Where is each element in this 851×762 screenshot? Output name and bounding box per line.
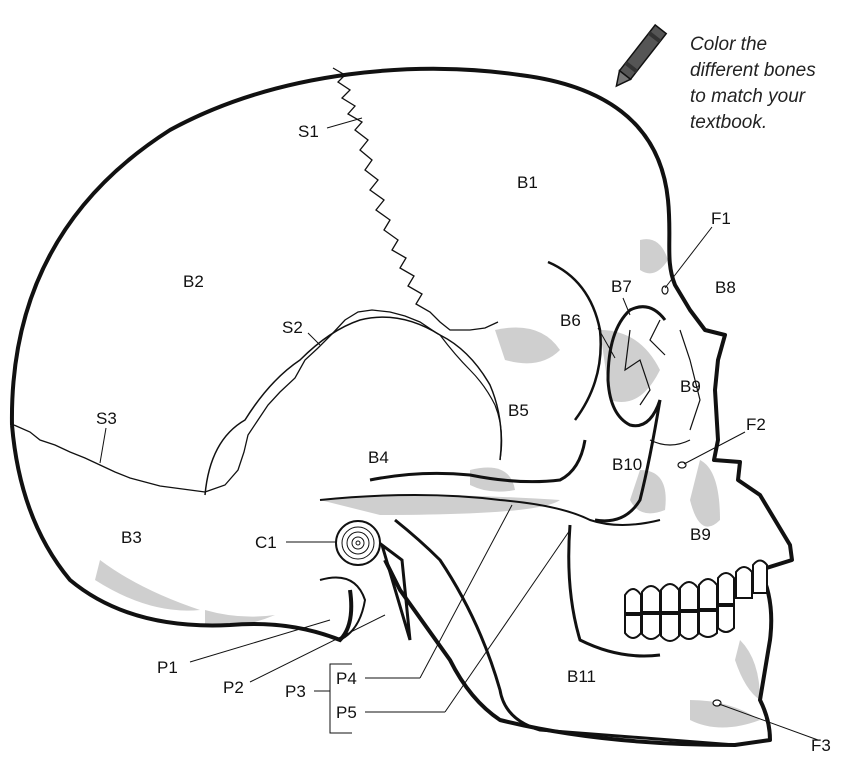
label-s2: S2 (282, 318, 303, 337)
label-b3: B3 (121, 528, 142, 547)
label-b8: B8 (715, 278, 736, 297)
label-b10: B10 (612, 455, 642, 474)
label-b1: B1 (517, 173, 538, 192)
label-f3: F3 (811, 736, 831, 755)
label-b11: B11 (567, 667, 596, 686)
bone-shading (95, 239, 760, 727)
label-p5: P5 (336, 703, 357, 722)
zygomatic-arch (370, 440, 585, 482)
label-b2: B2 (183, 272, 204, 291)
crayon-icon (611, 25, 666, 90)
temporal-line (548, 262, 601, 420)
ear-canal (336, 521, 380, 565)
instruction-line-4: textbook. (690, 110, 850, 136)
label-b5: B5 (508, 401, 529, 420)
label-s1: S1 (298, 122, 319, 141)
teeth (625, 561, 767, 642)
temporal-region (205, 317, 501, 495)
squamosal-suture (205, 310, 438, 492)
instruction-line-3: to match your (690, 84, 850, 110)
label-b6: B6 (560, 311, 581, 330)
instruction-note: Color the different bones to match your … (690, 32, 850, 136)
sphenoid-lines (440, 335, 502, 460)
styloid-process (382, 545, 410, 640)
label-p2: P2 (223, 678, 244, 697)
label-f2: F2 (746, 415, 766, 434)
label-b4: B4 (368, 448, 389, 467)
lambdoid-suture (14, 425, 205, 492)
instruction-line-2: different bones (690, 58, 850, 84)
label-s3: S3 (96, 409, 117, 428)
label-p3: P3 (285, 682, 306, 701)
label-f1: F1 (711, 209, 731, 228)
label-p4: P4 (336, 669, 357, 688)
label-b9-upper: B9 (680, 377, 701, 396)
label-b7: B7 (611, 277, 632, 296)
cranium-outline (12, 69, 792, 745)
foramen-f2 (678, 462, 686, 468)
labels: S1 S2 S3 B1 B2 B3 B4 B5 B6 B7 B8 B9 B10 … (96, 122, 831, 755)
mastoid-process (320, 578, 365, 641)
label-p1: P1 (157, 658, 178, 677)
label-b9-lower: B9 (690, 525, 711, 544)
coronal-suture (333, 68, 498, 330)
instruction-line-1: Color the (690, 32, 850, 58)
label-c1: C1 (255, 533, 277, 552)
foramen-f3 (713, 700, 721, 706)
